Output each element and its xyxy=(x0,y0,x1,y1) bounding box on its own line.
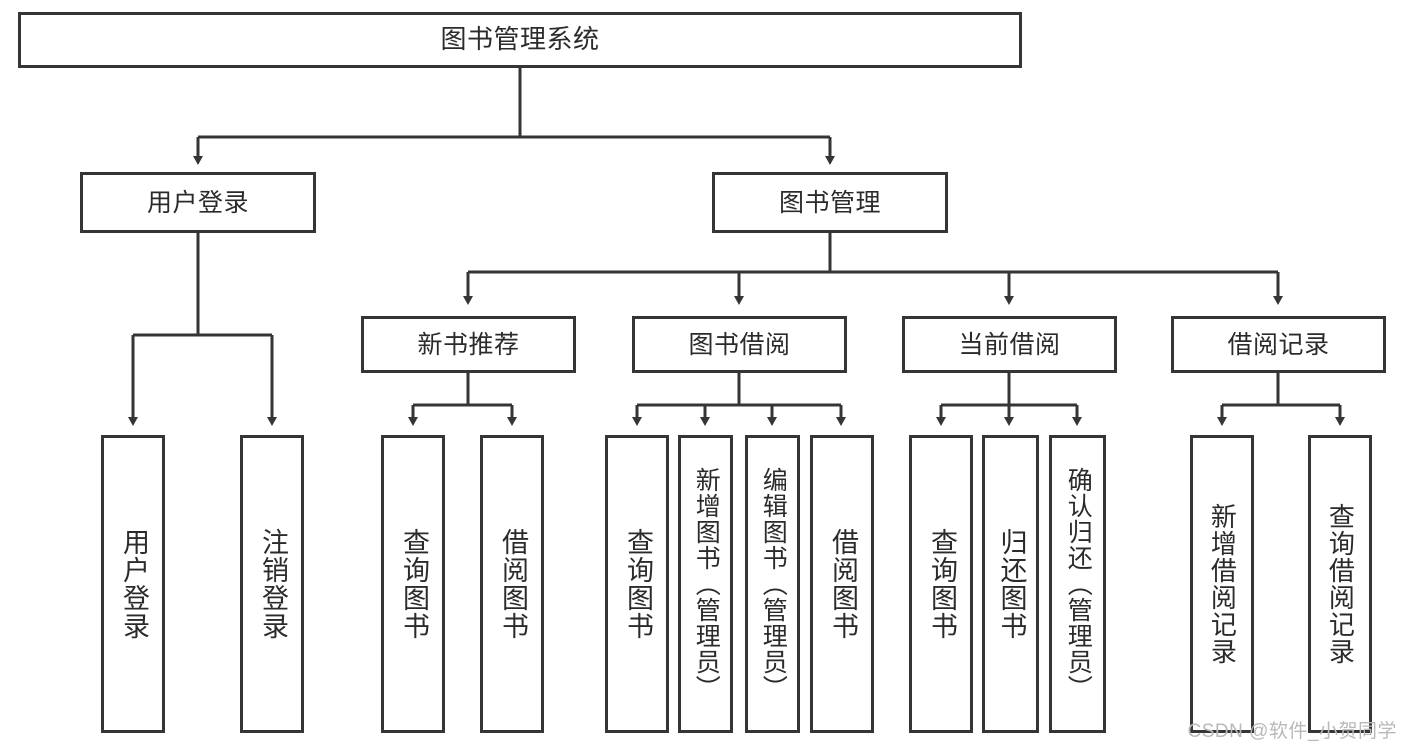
leaf-current-borrow-confirm-return-admin[interactable]: 确认归还（管理员） xyxy=(1049,435,1106,733)
leaf-book-borrow-edit-book-admin[interactable]: 编辑图书（管理员） xyxy=(745,435,800,733)
node-label: 确认归还（管理员） xyxy=(1064,467,1093,701)
leaf-user-login-login[interactable]: 用户登录 xyxy=(101,435,165,733)
node-label: 新增图书（管理员） xyxy=(692,467,721,701)
node-label: 查询借阅记录 xyxy=(1325,503,1356,665)
node-label: 图书借阅 xyxy=(688,330,791,359)
leaf-current-borrow-return-book[interactable]: 归还图书 xyxy=(982,435,1039,733)
node-label: 新增借阅记录 xyxy=(1207,503,1238,665)
leaf-new-book-borrow-book[interactable]: 借阅图书 xyxy=(480,435,544,733)
node-book-management[interactable]: 图书管理 xyxy=(712,172,948,233)
leaf-new-book-query-book[interactable]: 查询图书 xyxy=(381,435,445,733)
node-root-book-management-system[interactable]: 图书管理系统 xyxy=(18,12,1022,68)
node-borrow-record[interactable]: 借阅记录 xyxy=(1171,316,1386,373)
node-label: 新书推荐 xyxy=(417,330,520,359)
node-label: 归还图书 xyxy=(996,528,1027,640)
node-label: 查询图书 xyxy=(926,528,957,640)
node-label: 查询图书 xyxy=(622,528,653,640)
leaf-current-borrow-query-book[interactable]: 查询图书 xyxy=(909,435,973,733)
node-label: 编辑图书（管理员） xyxy=(759,467,788,701)
node-label: 注销登录 xyxy=(257,528,288,640)
node-label: 图书管理 xyxy=(778,188,881,217)
leaf-borrow-record-add-record[interactable]: 新增借阅记录 xyxy=(1190,435,1254,733)
node-label: 用户登录 xyxy=(118,528,149,640)
leaf-book-borrow-borrow-book[interactable]: 借阅图书 xyxy=(810,435,874,733)
node-book-borrow[interactable]: 图书借阅 xyxy=(632,316,847,373)
node-label: 借阅图书 xyxy=(827,528,858,640)
node-new-book-recommend[interactable]: 新书推荐 xyxy=(361,316,576,373)
leaf-borrow-record-query-record[interactable]: 查询借阅记录 xyxy=(1308,435,1372,733)
node-label: 借阅记录 xyxy=(1227,330,1330,359)
leaf-user-login-logout[interactable]: 注销登录 xyxy=(240,435,304,733)
node-label: 当前借阅 xyxy=(958,330,1061,359)
node-label: 查询图书 xyxy=(398,528,429,640)
leaf-book-borrow-add-book-admin[interactable]: 新增图书（管理员） xyxy=(678,435,733,733)
node-user-login[interactable]: 用户登录 xyxy=(80,172,316,233)
node-label: 图书管理系统 xyxy=(440,24,600,55)
leaf-book-borrow-query-book[interactable]: 查询图书 xyxy=(605,435,669,733)
node-label: 用户登录 xyxy=(146,188,249,217)
node-current-borrow[interactable]: 当前借阅 xyxy=(902,316,1117,373)
csdn-watermark: CSDN @软件_小贺同学 xyxy=(1187,721,1397,742)
node-label: 借阅图书 xyxy=(497,528,528,640)
